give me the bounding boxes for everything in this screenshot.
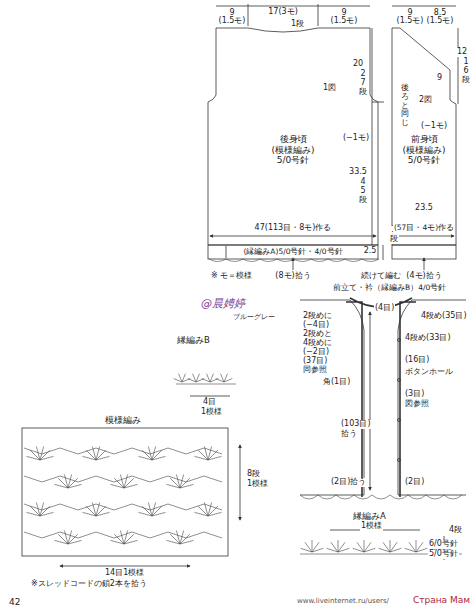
dim-tick	[372, 102, 384, 103]
dimension-label: 2.5	[363, 247, 378, 256]
dimension-label: (2目)拾う	[330, 478, 367, 487]
dimension-label: 1段	[290, 20, 305, 29]
dimension-label: 2段めに	[302, 312, 333, 321]
dim-line	[216, 6, 370, 7]
stitch-symbols	[24, 259, 462, 554]
dimension-label: ボタンホール	[404, 368, 454, 377]
dim-line	[392, 6, 456, 7]
dimension-label: 1模様	[360, 522, 383, 531]
dimension-label: (1.5モ)	[426, 17, 455, 26]
dimension-label: (4モ)拾う	[405, 272, 442, 281]
dimension-label: ブルーグレー	[232, 314, 276, 322]
dim-arrow	[240, 445, 241, 520]
dimension-label: 4段め(35目)	[420, 312, 468, 321]
dimension-label: 拾う	[340, 430, 358, 439]
dimension-label: 9	[436, 74, 443, 83]
dimension-label: 図参照	[404, 400, 430, 409]
dimension-label: 2図	[418, 96, 433, 105]
cardigan-left-outline	[300, 300, 364, 495]
stitch-chart-frame	[22, 428, 228, 556]
front-panel-outline	[392, 28, 456, 245]
dim-line	[372, 28, 373, 245]
dimension-label: 4段め(33目)	[404, 334, 452, 343]
dimension-label: (16目)	[404, 356, 430, 365]
dimension-label: @晨娉婷	[200, 298, 246, 310]
dim-line	[383, 245, 384, 260]
panel-label: 5/0号針	[401, 155, 446, 166]
dimension-label: 20	[352, 60, 364, 69]
dim-arrow	[210, 236, 376, 237]
dimension-label: 4段	[448, 526, 463, 535]
dimension-label: 同参照	[302, 366, 328, 375]
dimension-label: 前立て・衿（縁編みB）4/0号針	[332, 284, 447, 292]
dimension-label: (8モ)拾う	[274, 272, 311, 281]
dim-tick	[318, 4, 319, 26]
dimension-label: 47(113目・8モ)作る	[254, 224, 333, 233]
dim-arrow	[370, 312, 371, 490]
body-panel: 前身頃(模様編み)5/0号針	[401, 134, 446, 166]
dimension-label: 1図	[322, 84, 337, 93]
dimension-label: www.liveinternet.ru/users/	[296, 598, 390, 606]
dimension-label: (−4目)	[302, 321, 330, 330]
dimension-label: 4目	[202, 398, 217, 407]
dimension-label: 縁編みB	[176, 336, 211, 345]
dimension-label: (縁編みA)5/0号針・4/0号針	[242, 248, 343, 256]
dimension-label: 12	[456, 48, 468, 57]
dimension-label: 5/0号針	[428, 550, 459, 559]
dim-tick	[248, 4, 249, 26]
dimension-label: 14目1模様	[104, 569, 145, 578]
rule-line	[226, 246, 227, 258]
panel-label: 後身頃	[270, 134, 315, 145]
dimension-label: (2目)	[404, 478, 425, 487]
dimension-label: 6/0号針	[428, 540, 459, 549]
dimension-label: 2段めと	[302, 330, 333, 339]
dimension-label: (3目)	[404, 390, 425, 399]
dimension-label: 16段	[461, 58, 471, 84]
cardigan-right-outline	[398, 300, 466, 495]
dimension-label: (1.5モ)	[330, 17, 359, 26]
dimension-label: 42	[8, 598, 21, 608]
dimension-label: (37目)	[302, 357, 328, 366]
panel-label: (模様編み)	[270, 145, 315, 156]
dimension-label: ※スレッドコードの鎖2本を拾う	[30, 580, 148, 589]
dimension-label: Страна Мам	[412, 596, 471, 606]
front-hem-band	[392, 245, 456, 259]
dimension-label: (−1モ)	[420, 122, 448, 131]
dimension-label: (−2目)	[302, 348, 330, 357]
dimension-label: 1模様	[246, 480, 269, 489]
dim-arrow	[394, 236, 454, 237]
dimension-label: 8段	[246, 470, 261, 479]
dimension-label: 続けて編む	[360, 272, 402, 281]
dimension-label: 27段	[358, 70, 368, 96]
dimension-label: 17(3モ)	[267, 8, 299, 17]
pickup-arrow	[424, 258, 425, 270]
dimension-label: 1模様	[200, 408, 223, 417]
dimension-label: (57目・4モ)作る	[393, 224, 455, 232]
dimension-label: 後ろと同じ	[400, 84, 410, 128]
dim-line	[458, 28, 459, 104]
dimension-label: 33.5	[348, 168, 368, 177]
dim-arrow	[60, 566, 190, 567]
dim-line	[190, 396, 230, 397]
dimension-label: (1.5モ)	[218, 17, 247, 26]
back-panel-outline	[208, 28, 378, 245]
dimension-label: (1.5モ)	[396, 17, 425, 26]
dimension-label: 4段めに	[302, 339, 333, 348]
back-hem-band	[208, 245, 378, 259]
dimension-label: 23.5	[414, 204, 434, 213]
dimension-label: 角(1目)	[322, 378, 351, 387]
dimension-label: 45段	[358, 178, 368, 204]
body-panel: 後身頃(模様編み)5/0号針	[270, 134, 315, 166]
panel-label: 5/0号針	[270, 155, 315, 166]
panel-label: 前身頃	[401, 134, 446, 145]
dimension-label: 縁編みA	[352, 512, 387, 521]
dimension-label: ※ モ＝模様	[210, 272, 253, 281]
dimension-label: (103目)	[340, 420, 372, 429]
panel-label: (模様編み)	[401, 145, 446, 156]
dimension-label: (4目)	[374, 304, 395, 313]
buttonholes	[398, 339, 401, 462]
dimension-label: 模様編み	[104, 416, 142, 426]
dimension-label: (−1モ)	[342, 134, 370, 143]
